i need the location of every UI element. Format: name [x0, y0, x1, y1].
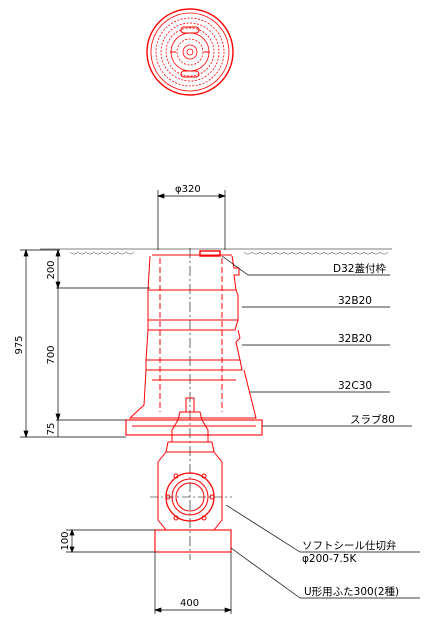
dim-75: 75: [46, 423, 57, 436]
callout-c30: 32C30: [338, 380, 372, 392]
callout-leaders: [221, 255, 420, 599]
callout-valve-name: ソフトシール仕切弁: [302, 539, 397, 552]
ground-hatch: [40, 248, 392, 255]
callout-valve-spec: φ200-7.5K: [302, 553, 357, 565]
callout-frame: D32蓋付枠: [333, 262, 386, 275]
dim-total-height: 975: [14, 335, 25, 354]
callout-b20-lower: 32B20: [338, 333, 372, 345]
callout-lid: U形用ふた300(2種): [304, 585, 399, 598]
lid-top-view: [146, 8, 234, 96]
callout-slab: スラブ80: [350, 413, 395, 426]
hydrant-box-section: [125, 250, 263, 553]
dim-200: 200: [46, 260, 57, 279]
dim-400: 400: [180, 598, 199, 609]
dim-top-diameter: φ320: [175, 184, 201, 195]
dimension-lines: [20, 190, 233, 614]
dim-700: 700: [46, 345, 57, 364]
dim-100: 100: [60, 531, 71, 550]
callout-b20-upper: 32B20: [338, 295, 372, 307]
